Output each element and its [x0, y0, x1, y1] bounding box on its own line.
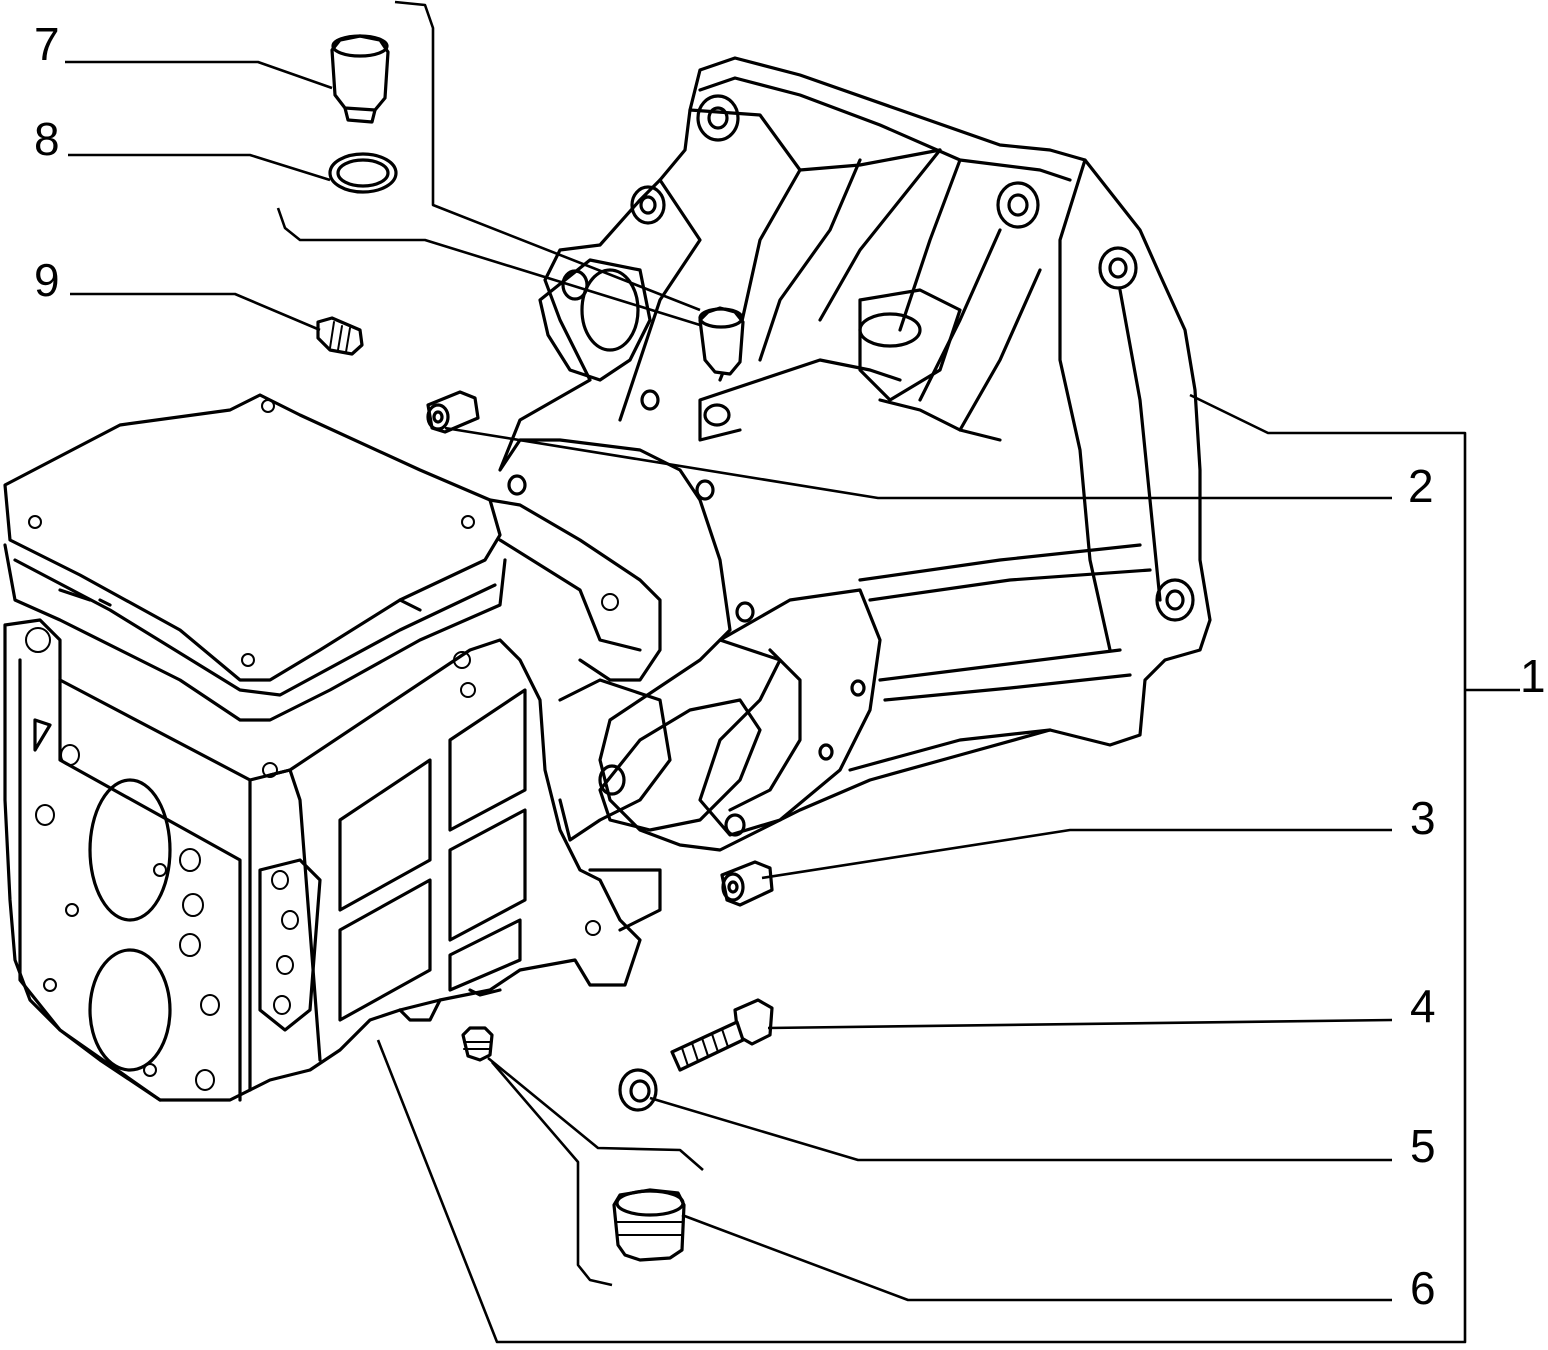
part-3-sleeve	[720, 860, 774, 907]
callout-5: 5	[1410, 1120, 1436, 1172]
leader-lines	[65, 0, 1520, 1344]
gearbox-case	[3, 393, 672, 1102]
part-5-washer	[618, 1068, 658, 1112]
part-7-installed	[698, 306, 745, 376]
callout-9: 9	[34, 254, 60, 306]
small-plug	[461, 1026, 494, 1062]
callout-7: 7	[34, 18, 60, 70]
callout-2: 2	[1408, 460, 1434, 512]
part-8-o-ring	[328, 152, 398, 194]
part-2-sleeve	[426, 390, 480, 434]
part-6-plug	[612, 1188, 686, 1262]
part-4-bolt	[670, 998, 774, 1072]
callout-1: 1	[1520, 650, 1546, 702]
part-7-cap	[330, 34, 390, 124]
callout-4: 4	[1410, 980, 1436, 1032]
callout-8: 8	[34, 113, 60, 165]
callout-labels: 7 8 9 2 1 3 4 5 6	[34, 18, 1546, 1314]
bell-housing	[498, 56, 1212, 852]
callout-6: 6	[1410, 1262, 1436, 1314]
part-9-screw-plug	[316, 316, 364, 356]
callout-3: 3	[1410, 792, 1436, 844]
